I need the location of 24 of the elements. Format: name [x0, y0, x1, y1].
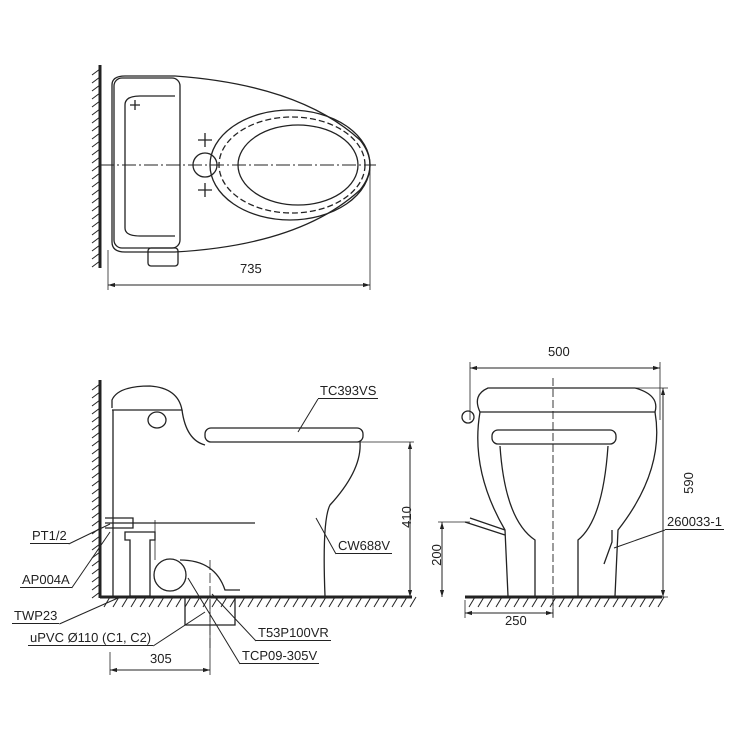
dimension-label: 200	[430, 544, 444, 566]
dimension-label: 500	[548, 345, 570, 359]
part-number-label: PT1/2	[30, 528, 69, 544]
leader-line	[298, 398, 318, 432]
part-number-label: T53P100VR	[256, 625, 331, 641]
part-number-label: uPVC Ø110 (C1, C2)	[28, 630, 154, 646]
leader-line	[71, 532, 110, 588]
leader-line	[316, 518, 336, 554]
part-number-label: TWP23	[12, 608, 60, 624]
part-number-label: TC393VS	[318, 383, 378, 399]
part-number-label: AP004A	[20, 572, 72, 588]
leader-line	[152, 612, 206, 646]
part-number-label: TCP09-305V	[240, 648, 320, 664]
dimension-label: 590	[682, 472, 696, 494]
leader-line	[58, 598, 118, 624]
leader-line	[212, 594, 256, 642]
part-number-label: 260033-1	[665, 514, 724, 530]
leader-line	[614, 530, 666, 548]
part-number-label: CW688V	[336, 538, 392, 554]
dimension-label: 305	[150, 652, 172, 666]
dimension-label: 735	[240, 262, 262, 276]
leader-line	[68, 524, 110, 544]
dimension-label: 250	[505, 614, 527, 628]
leader-line	[188, 578, 240, 664]
